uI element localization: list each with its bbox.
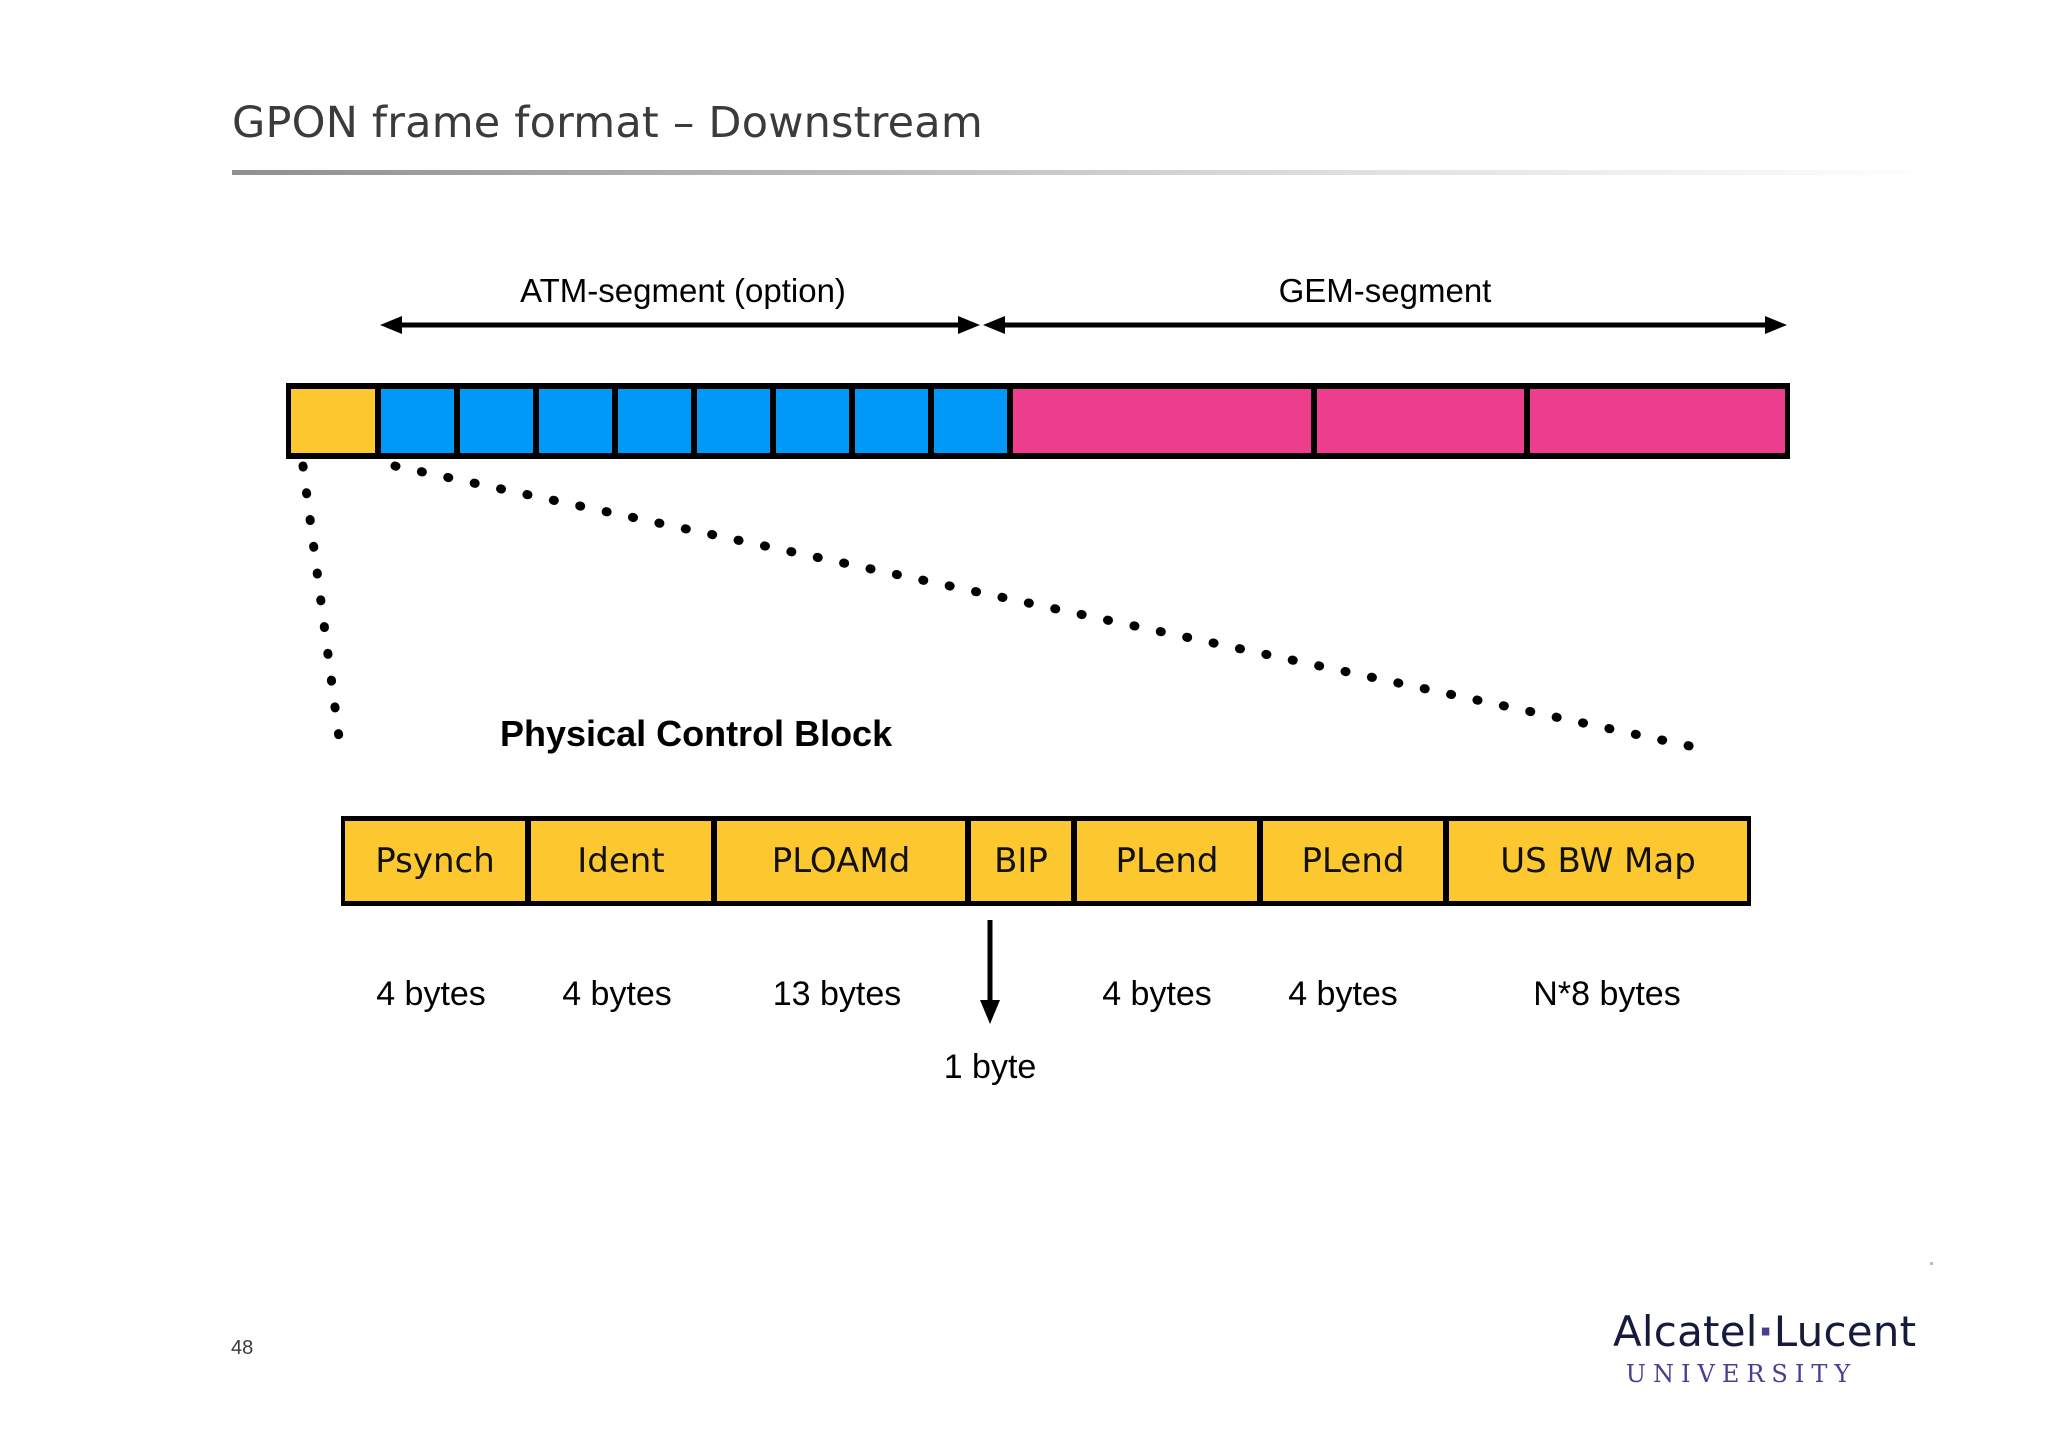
byte-size-ploamd: 13 bytes [772,975,902,1013]
logo-separator-dot: · [1757,1307,1774,1356]
pcb-cell-plend-2: PLend [1263,821,1443,901]
gem-segment-label: GEM-segment [1278,272,1492,309]
frame-cell-gem-frame-2 [1317,389,1524,453]
byte-size-plend-1: 4 bytes [1102,975,1212,1013]
frame-cell-atm-cell-5 [697,389,770,453]
logo-brand-lucent: Lucent [1773,1307,1917,1356]
pcb-field-table: Psynch Ident PLOAMd BIP PLend PLend US B… [341,816,1751,906]
pcb-cell-bip: BIP [971,821,1071,901]
page-title: GPON frame format – Downstream [232,98,983,148]
pcb-cell-psynch: Psynch [345,821,525,901]
frame-cell-atm-cell-1 [381,389,454,453]
frame-cell-atm-cell-3 [539,389,612,453]
pcb-heading: Physical Control Block [500,713,893,754]
frame-cell-atm-cell-8 [934,389,1007,453]
byte-size-plend-2: 4 bytes [1288,975,1398,1013]
atm-segment-span-arrow-icon [380,312,980,338]
frame-cell-atm-cell-2 [460,389,533,453]
logo-wordmark: Alcatel·Lucent [1613,1307,1916,1356]
byte-size-bip: 1 byte [943,1048,1037,1086]
stray-mark [1930,1262,1933,1265]
bip-callout-arrow-icon [967,920,1013,1024]
frame-cell-pcbd-block [291,389,375,453]
frame-cell-gem-frame-3 [1530,389,1785,453]
page-number: 48 [231,1337,254,1359]
byte-size-psynch: 4 bytes [376,975,486,1013]
byte-size-us-bw-map: N*8 bytes [1533,975,1681,1013]
gem-segment-span-arrow-icon [983,312,1787,338]
logo-university-label: UNIVERSITY [1625,1360,1858,1389]
atm-segment-label: ATM-segment (option) [520,272,846,309]
logo-brand-alcatel: Alcatel [1613,1307,1758,1356]
pcb-cell-ident: Ident [531,821,711,901]
gpon-frame-bar [286,383,1790,459]
pcb-cell-us-bw-map: US BW Map [1449,821,1747,901]
alcatel-lucent-logo: Alcatel·Lucent UNIVERSITY [1613,1307,1916,1389]
pcb-cell-plend-1: PLend [1077,821,1257,901]
title-divider [232,170,1939,175]
pcb-cell-ploamd: PLOAMd [717,821,965,901]
frame-cell-atm-cell-7 [855,389,928,453]
frame-cell-atm-cell-4 [618,389,691,453]
frame-cell-gem-frame-1 [1013,389,1311,453]
frame-cell-atm-cell-6 [776,389,849,453]
byte-size-ident: 4 bytes [562,975,672,1013]
